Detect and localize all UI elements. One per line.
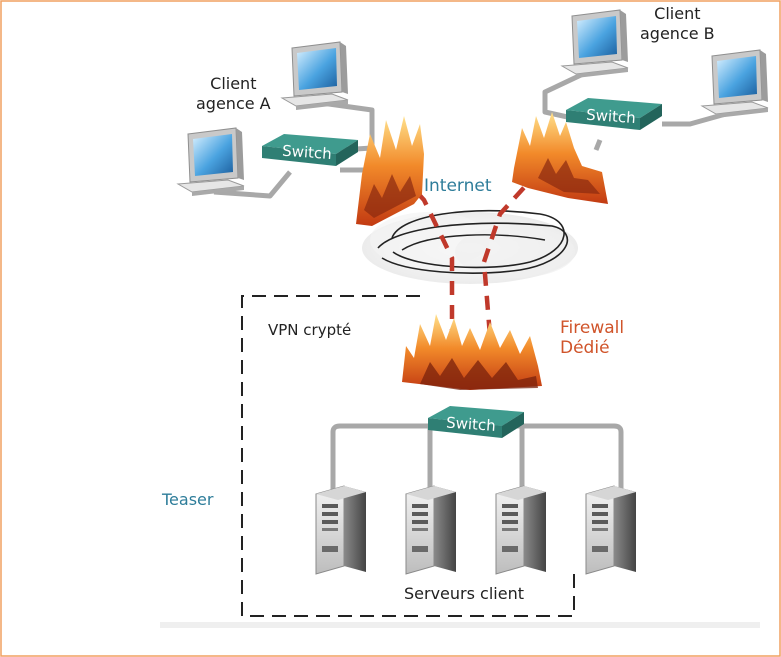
internet-label: Internet xyxy=(424,176,492,196)
link-core-bus xyxy=(330,423,624,510)
computer-a-top-icon xyxy=(281,41,349,111)
firewall-label: Firewall Dédié xyxy=(560,318,624,358)
server-4-icon xyxy=(585,485,637,575)
computer-b-top-icon xyxy=(561,9,629,79)
server-3-icon xyxy=(495,485,547,575)
switch-core: Switch xyxy=(428,406,524,438)
server-1-icon xyxy=(315,485,367,575)
link-b-computer-top xyxy=(542,63,602,121)
vpn-label: VPN crypté xyxy=(268,321,352,339)
link-a-computer-left xyxy=(213,170,292,199)
client-a-label: Client agence A xyxy=(196,74,271,114)
firewall-line-1: Firewall xyxy=(560,318,625,338)
vpn-zone-boundary xyxy=(241,295,575,617)
link-b-firewall xyxy=(593,139,603,151)
server-2-icon xyxy=(405,485,457,575)
client-a-line-1: Client xyxy=(210,74,257,93)
switch-a: Switch xyxy=(262,134,358,166)
internet-cloud-icon xyxy=(362,209,578,284)
switch-b: Switch xyxy=(566,98,662,130)
network-links xyxy=(213,63,741,510)
client-b-line-2: agence B xyxy=(640,24,715,43)
teaser-label: Teaser xyxy=(162,490,214,509)
switch-a-label: Switch xyxy=(282,142,333,163)
computer-b-right-icon xyxy=(701,49,769,119)
servers-label: Serveurs client xyxy=(404,584,524,603)
client-a-line-2: agence A xyxy=(196,94,271,113)
vpn-tunnels xyxy=(400,168,542,337)
client-b-line-1: Client xyxy=(654,4,701,23)
image-shadow xyxy=(160,622,760,628)
vpn-tunnel-b xyxy=(481,168,542,337)
client-b-label: Client agence B xyxy=(640,4,715,44)
switch-b-label: Switch xyxy=(586,106,637,127)
switch-core-label: Switch xyxy=(446,413,497,434)
firewall-b-icon xyxy=(512,112,608,204)
firewall-dedicated-icon xyxy=(402,314,542,390)
computer-a-left-icon xyxy=(177,127,245,197)
firewall-line-2: Dédié xyxy=(560,338,610,358)
firewall-a-icon xyxy=(356,116,424,226)
